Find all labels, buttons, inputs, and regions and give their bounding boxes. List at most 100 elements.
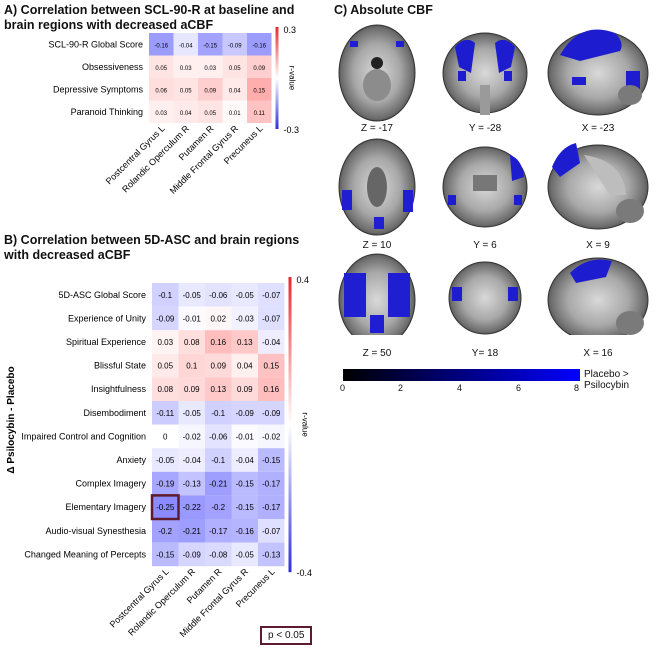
side-axis-label: Δ Psilocybin - Placebo [6,366,17,473]
heatmap-cell [198,33,223,56]
cell-value: 0.03 [155,111,167,117]
cell-value: 0.04 [237,362,253,371]
cell-value: -0.05 [183,291,202,300]
significant-cell-outline [150,494,180,521]
heatmap-cell [152,306,179,331]
heatmap-cell [247,55,272,78]
colorbar-tick: -0.4 [297,568,313,578]
heatmap-cell [178,424,205,449]
heatmap-b: 5D-ASC Global Score-0.1-0.05-0.06-0.05-0… [6,275,313,639]
slice-label: Z = 10 [362,240,392,251]
cell-value: -0.05 [183,409,202,418]
heatmap-cell [149,33,174,56]
heatmap-cell [152,283,179,307]
cell-value: -0.13 [262,550,281,559]
heatmap-cell [152,353,179,378]
cell-value: 0.08 [184,338,200,347]
pvalue-legend: p < 0.05 [260,626,313,645]
cell-value: -0.04 [262,338,281,347]
cell-value: -0.01 [236,432,255,441]
heatmap-cell [205,448,232,472]
cell-value: -0.08 [209,550,228,559]
cell-value: 0.04 [229,88,241,94]
heatmap-cell [178,495,205,519]
heatmap-cell [173,100,198,123]
colorbar [275,27,279,129]
heatmap-cell [152,424,179,449]
row-label: Anxiety [116,455,146,465]
cbf-colorbar-tick: 4 [457,383,463,393]
heatmap-cell [247,33,272,56]
heatmap-cell [205,424,232,449]
cell-value: 0.05 [180,88,192,94]
sagittal-slice-x-9 [547,143,649,230]
cell-value: 0.05 [155,66,167,72]
heatmap-cell [231,542,258,567]
cell-value: 0.03 [204,66,216,72]
heatmap-cell [247,100,272,123]
heatmap-cell [173,78,198,101]
cbf-colorbar-tick: 6 [516,383,522,393]
heatmap-cell [205,306,232,331]
heatmap-cell [231,306,258,331]
cell-value: 0.05 [157,362,173,371]
heatmap-cell [178,377,205,401]
cbf-colorbar [343,369,580,381]
cell-value: -0.25 [156,503,175,512]
heatmap-cell [173,33,198,56]
heatmap-cell [247,78,272,101]
slice-label: Z = 50 [362,348,392,359]
cell-value: 0.06 [155,88,167,94]
axial-slice-z-50 [338,253,416,335]
sagittal-slice-x-16 [547,257,649,335]
cell-value: -0.1 [211,409,225,418]
cell-value: -0.09 [262,409,281,418]
cell-value: 0.03 [180,66,192,72]
heatmap-cell [205,330,232,354]
cell-value: 0.02 [210,314,226,323]
row-label: Audio-visual Synesthesia [45,526,146,536]
heatmap-cell [231,283,258,307]
heatmap-cell [152,495,179,519]
cell-value: -0.15 [262,456,281,465]
heatmap-cell [258,542,285,567]
cell-value: 0.1 [186,362,198,371]
heatmap-cell [178,448,205,472]
heatmap-cell [205,377,232,401]
cell-value: -0.15 [203,43,217,49]
cell-value: -0.11 [156,409,174,418]
heatmap-cell [198,78,223,101]
cell-value: 0.05 [204,111,216,117]
heatmap-cell [258,401,285,425]
cell-value: -0.09 [236,409,255,418]
row-label: Obsessiveness [82,62,144,72]
cell-value: 0.15 [263,362,279,371]
heatmap-cell [231,353,258,378]
heatmap-cell [205,401,232,425]
panel-c-title: C) Absolute CBF [334,3,433,17]
heatmap-cell [258,519,285,543]
cell-value: 0.09 [184,385,200,394]
heatmap-cell [258,471,285,496]
colorbar-tick: -0.3 [284,125,300,135]
colorbar-tick: 0.3 [284,25,297,35]
heatmap-cell [258,306,285,331]
cell-value: -0.2 [211,503,225,512]
heatmap-cell [198,100,223,123]
cell-value: -0.19 [156,480,175,489]
slice-label: Y = 6 [473,240,497,251]
cell-value: 0.04 [180,111,192,117]
cell-value: 0.16 [210,338,226,347]
heatmap-cell [231,448,258,472]
heatmap-cell [178,283,205,307]
cbf-colorbar-tick: 0 [340,383,346,393]
heatmap-cell [178,306,205,331]
cell-value: -0.1 [211,456,225,465]
colorbar-label: r-value [288,66,297,91]
colorbar-tick: 0.4 [297,275,310,285]
cell-value: -0.16 [154,43,168,49]
coronal-slice-y-6 [442,146,528,228]
row-label: 5D-ASC Global Score [58,290,146,300]
cell-value: -0.02 [262,432,281,441]
cell-value: -0.01 [183,314,202,323]
